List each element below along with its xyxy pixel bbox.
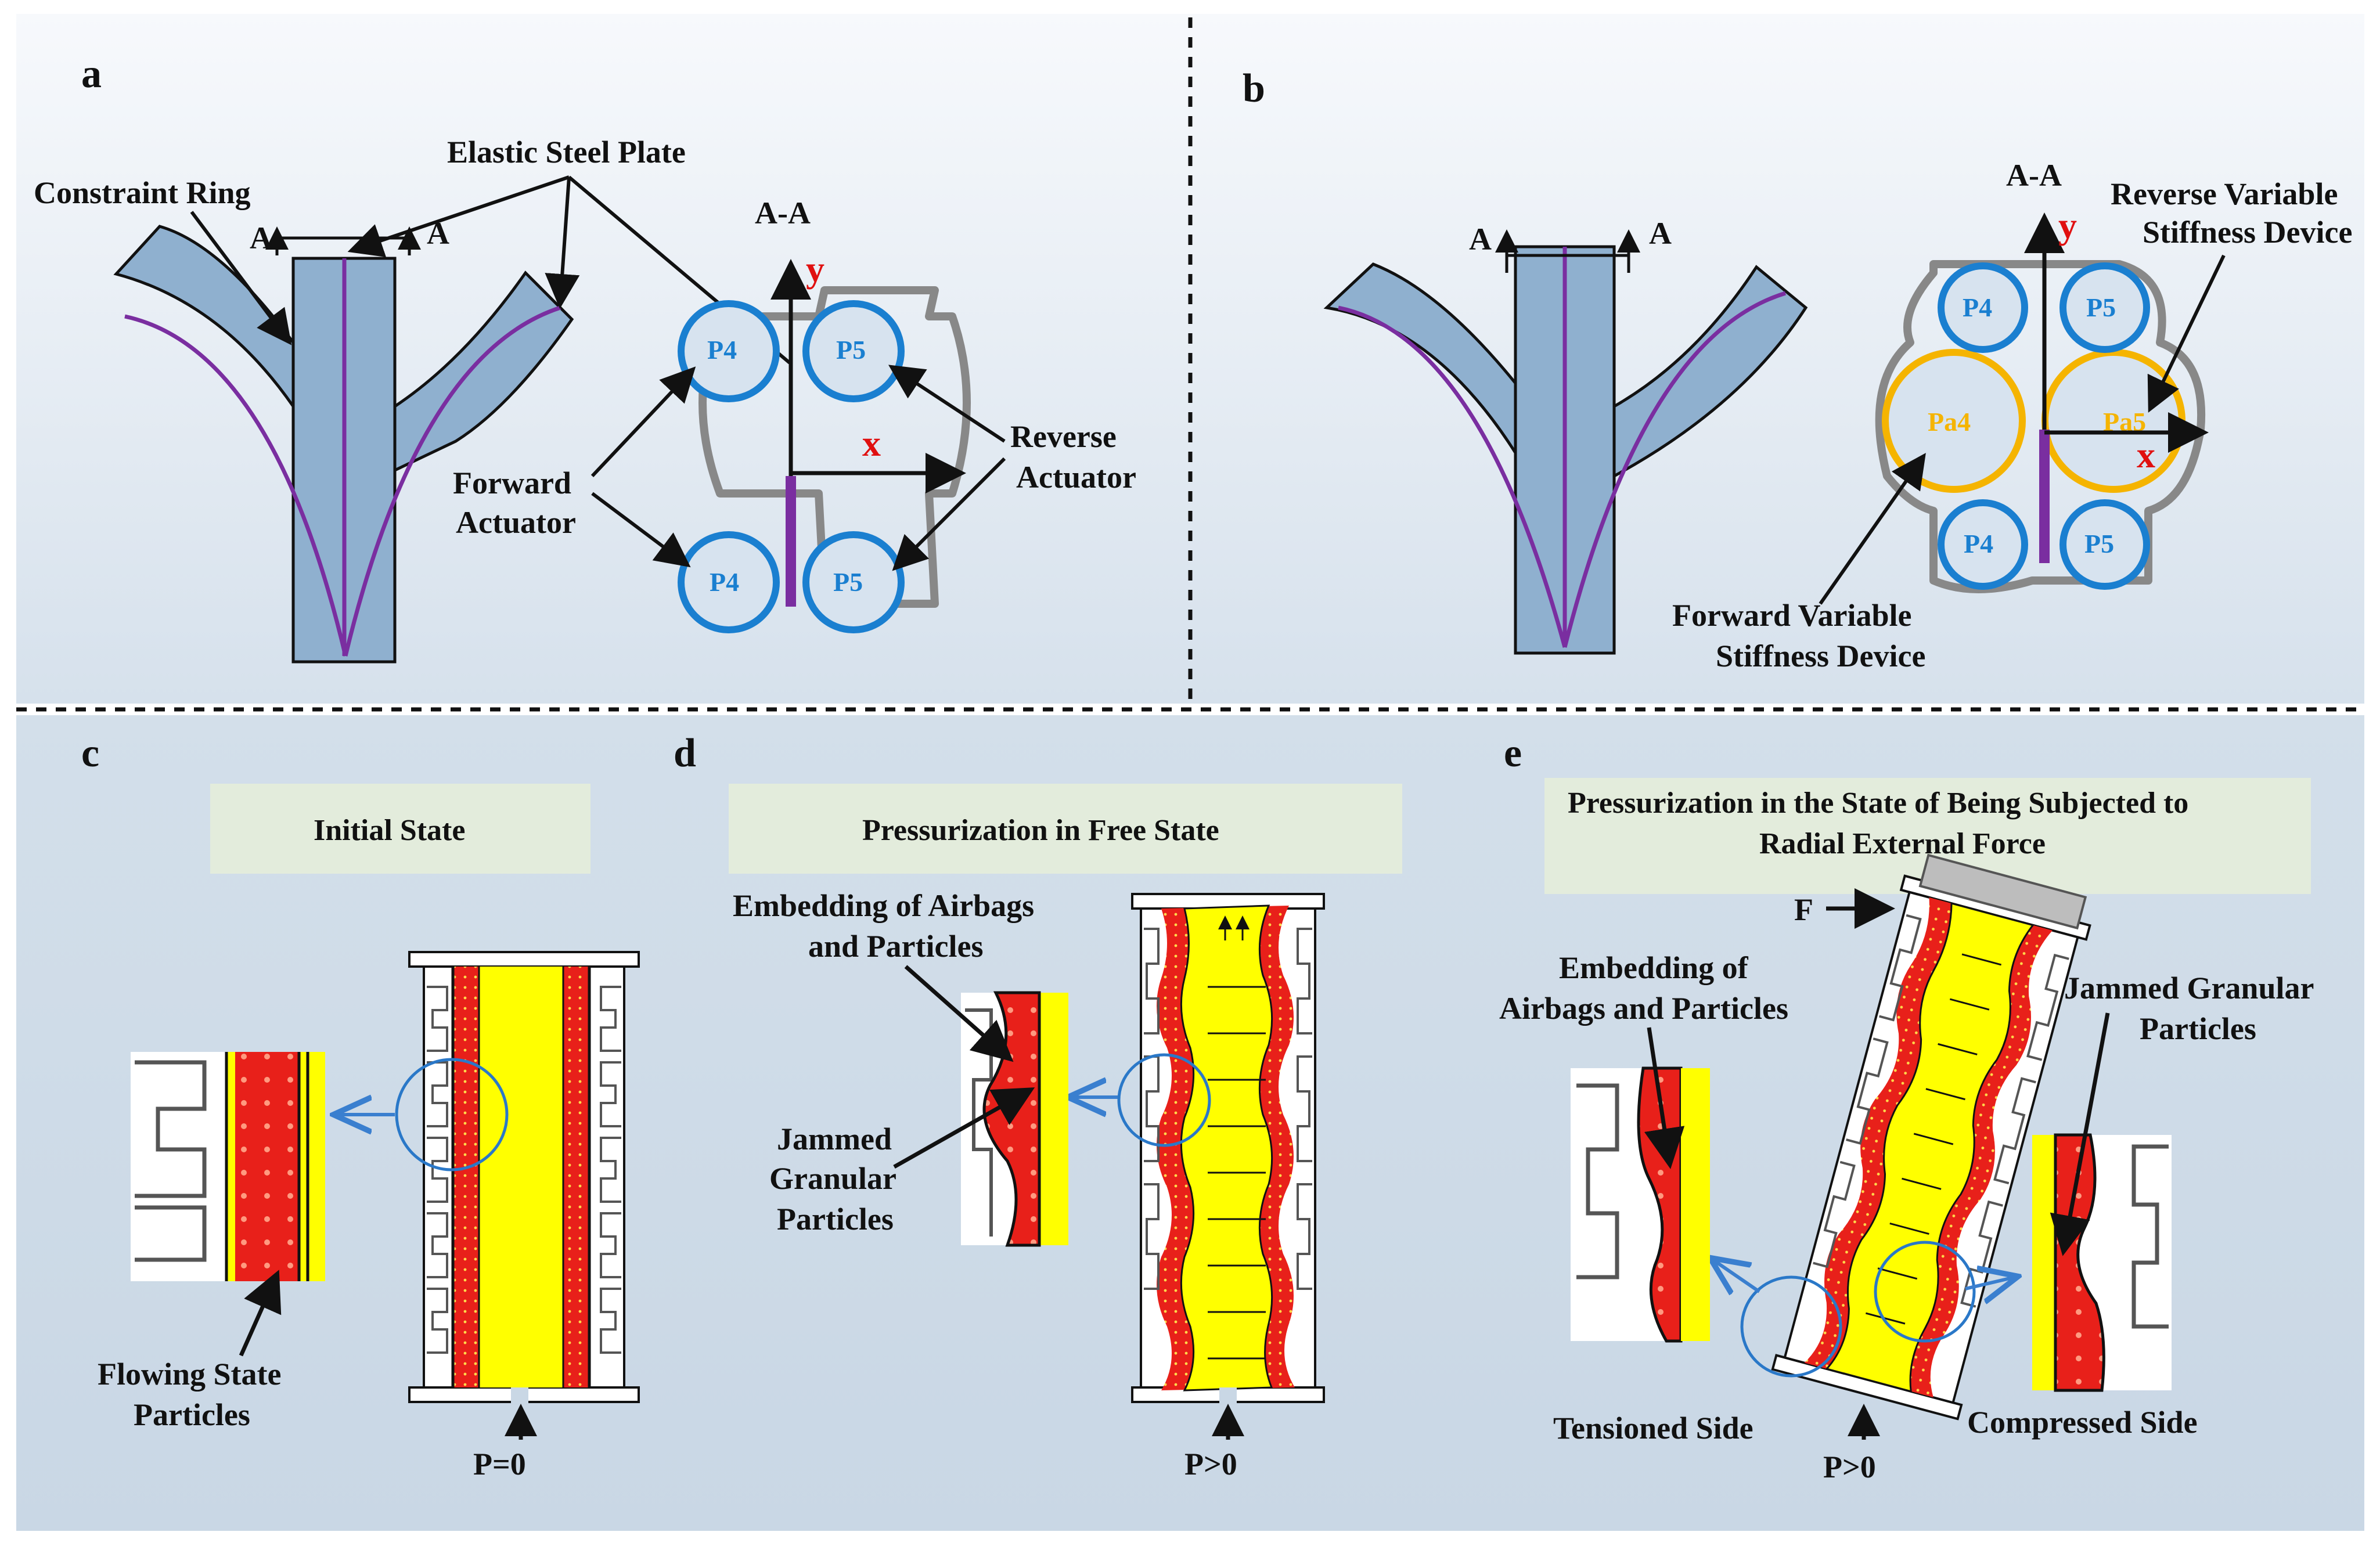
section-title-b: A-A	[2006, 158, 2062, 193]
jammed-d-line1: Jammed	[777, 1122, 892, 1156]
cross-section-a: A-A P4 P5 P4 P5 y x Forward Actuator Rev…	[453, 196, 1136, 633]
section-b-left-label: A	[1469, 222, 1492, 257]
p5-bot-a: P5	[833, 567, 863, 597]
panel-e: e Pressurization in the State of Being S…	[1499, 731, 2314, 1484]
ring-p4-bot-b	[1938, 499, 2028, 590]
axis-x-b: x	[2137, 434, 2155, 475]
tube-e	[1771, 853, 2091, 1421]
jammed-e-line1: Jammed Granular	[2064, 971, 2314, 1005]
jammed-d-line2: Granular	[769, 1161, 896, 1196]
zoom-circle-e-right	[1874, 1241, 1976, 1343]
forward-device-line1: Forward Variable	[1672, 598, 1912, 633]
embed-d-line1: Embedding of Airbags	[733, 888, 1034, 923]
reverse-device-line1: Reverse Variable	[2111, 176, 2338, 211]
p4-top-a: P4	[707, 335, 737, 365]
p5-top-b: P5	[2086, 293, 2116, 322]
flowing-state-line1: Flowing State	[98, 1357, 282, 1392]
y-actuator-a	[113, 225, 574, 664]
jammed-e-line2: Particles	[2140, 1011, 2256, 1046]
header-c-text: Initial State	[314, 814, 465, 847]
tensioned-side-label: Tensioned Side	[1553, 1411, 1754, 1446]
embed-e-line1: Embedding of	[1559, 950, 1749, 985]
tube-d	[1131, 893, 1325, 1405]
ring-p5-bot-a	[802, 531, 905, 633]
panel-d-letter: d	[674, 731, 696, 776]
header-c	[210, 784, 591, 874]
pressure-d: P>0	[1184, 1447, 1237, 1481]
jammed-d-line3: Particles	[777, 1202, 894, 1237]
forward-device-line2: Stiffness Device	[1716, 639, 1925, 673]
ring-p5-top-b	[2059, 262, 2150, 353]
zoom-circle-e-left	[1740, 1275, 1842, 1378]
panel-c-letter: c	[81, 731, 99, 776]
header-e-line2: Radial External Force	[1759, 827, 2046, 860]
p5-bot-b: P5	[2084, 529, 2114, 558]
section-title-a: A-A	[755, 196, 811, 230]
ring-p5-top-a	[802, 300, 905, 402]
zoom-inset-c	[131, 1052, 325, 1281]
header-e-line1: Pressurization in the State of Being Sub…	[1568, 787, 2188, 820]
y-actuator-b	[1323, 245, 1808, 655]
ring-p4-top-a	[678, 300, 780, 402]
pressure-e: P>0	[1823, 1450, 1876, 1484]
zoom-inset-e-left	[1571, 1066, 1710, 1343]
panel-a-letter: a	[81, 52, 102, 96]
axis-y-b: y	[2058, 205, 2077, 246]
reverse-device-line2: Stiffness Device	[2143, 215, 2352, 250]
p4-top-b: P4	[1963, 293, 1992, 322]
cross-section-b: A-A P4 P5 P4 P5 Pa4 Pa5 y x Reverse Vari…	[1672, 158, 2352, 673]
section-a-left-label: A	[250, 221, 272, 255]
force-label: F	[1794, 892, 1813, 927]
panel-b: b A A A-A P4 P5 P4 P5 Pa4 P	[1243, 66, 2352, 673]
flowing-state-line2: Particles	[134, 1397, 250, 1432]
panel-d: d Pressurization in Free State	[674, 731, 1402, 1481]
pa4-b: Pa4	[1928, 407, 1971, 437]
ring-p4-bot-a	[678, 531, 780, 633]
zoom-inset-e-right	[2032, 1133, 2172, 1392]
zoom-circle-c	[395, 1058, 509, 1171]
compressed-side-label: Compressed Side	[1967, 1405, 2198, 1440]
reverse-actuator-line2: Actuator	[1016, 460, 1136, 495]
panel-c: c Initial State	[81, 731, 640, 1481]
p4-bot-b: P4	[1964, 529, 1993, 558]
p5-top-a: P5	[836, 335, 866, 365]
section-b-right-label: A	[1649, 216, 1672, 251]
forward-actuator-line2: Actuator	[456, 505, 576, 540]
ring-p5-bot-b	[2059, 499, 2150, 590]
constraint-ring-label: Constraint Ring	[34, 175, 251, 210]
embed-e-line2: Airbags and Particles	[1499, 991, 1788, 1026]
header-d-text: Pressurization in Free State	[862, 814, 1219, 847]
pressure-c: P=0	[473, 1447, 526, 1481]
panel-b-letter: b	[1243, 66, 1265, 111]
zoom-circle-d	[1117, 1053, 1211, 1147]
axis-y-a: y	[806, 248, 824, 290]
ring-p4-top-b	[1938, 262, 2028, 353]
axis-x-a: x	[862, 423, 881, 464]
header-d	[729, 784, 1402, 874]
panel-a: a A A Constraint Ring Elastic Steel Plat…	[34, 52, 1136, 664]
forward-actuator-line1: Forward	[453, 466, 571, 500]
tube-c	[408, 951, 640, 1405]
p4-bot-a: P4	[710, 567, 739, 597]
embed-d-line2: and Particles	[808, 929, 983, 964]
reverse-actuator-line1: Reverse	[1010, 419, 1117, 454]
elastic-steel-plate-label: Elastic Steel Plate	[447, 135, 686, 170]
panel-e-letter: e	[1504, 731, 1522, 776]
